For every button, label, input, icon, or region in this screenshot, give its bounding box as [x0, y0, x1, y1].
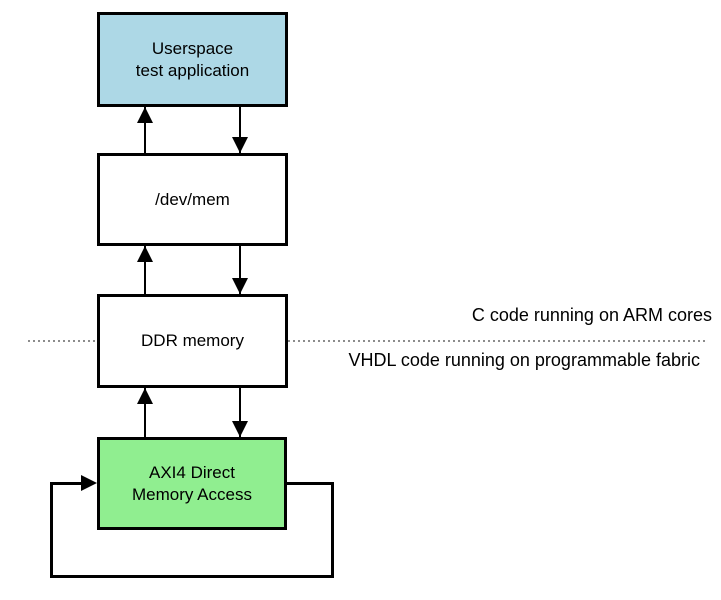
annotation-arm-side: C code running on ARM cores — [471, 305, 712, 325]
loop-segment-bottom-horizontal — [50, 575, 334, 578]
arrow-line-devmem-to-userspace — [144, 107, 146, 153]
arrowhead-right-icon — [81, 475, 97, 491]
arrowhead-up-icon — [137, 107, 153, 123]
box-axi4-dma: AXI4 Direct Memory Access — [97, 437, 287, 530]
box-label-userspace: Userspace test application — [135, 38, 250, 80]
annotation-fabric-side: VHDL code running on programmable fabric — [348, 350, 700, 370]
loop-segment-right-vertical — [331, 482, 334, 578]
box-label-dev-mem: /dev/mem — [155, 189, 230, 209]
box-userspace-test-application: Userspace test application — [97, 12, 288, 107]
loop-segment-left-vertical — [50, 482, 53, 578]
arrowhead-down-icon — [232, 421, 248, 437]
loop-segment-left-horizontal — [50, 482, 83, 485]
arrow-line-ddr-to-axi4 — [239, 388, 241, 437]
box-ddr-memory: DDR memory — [97, 294, 288, 388]
arrowhead-down-icon — [232, 137, 248, 153]
arrowhead-down-icon — [232, 278, 248, 294]
hw-sw-divider-line — [28, 340, 706, 342]
box-label-ddr-memory: DDR memory — [141, 331, 244, 350]
box-label-axi4-dma: AXI4 Direct Memory Access — [132, 462, 252, 504]
loop-segment-right-horizontal — [286, 482, 334, 485]
arrow-line-axi4-to-ddr — [144, 388, 146, 437]
box-dev-mem: /dev/mem — [97, 153, 288, 246]
arrowhead-up-icon — [137, 246, 153, 262]
arrow-line-devmem-to-ddr — [239, 246, 241, 294]
arrow-line-userspace-to-devmem — [239, 107, 241, 153]
arrow-line-ddr-to-devmem — [144, 246, 146, 294]
arrowhead-up-icon — [137, 388, 153, 404]
